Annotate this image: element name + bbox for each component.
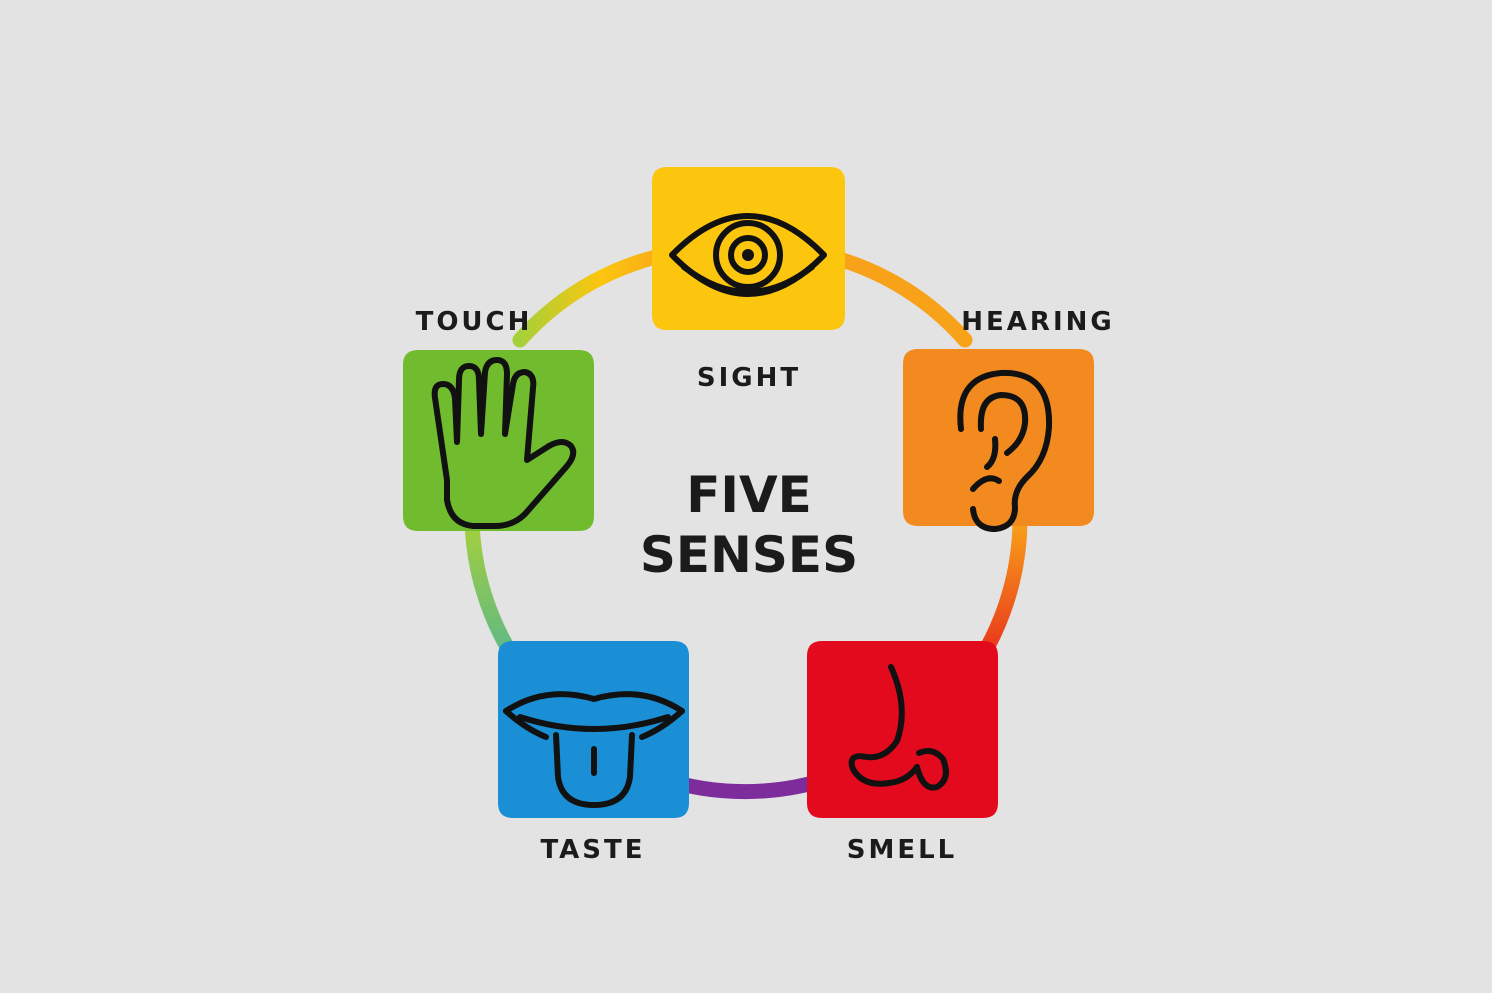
ring-segment-taste-touch xyxy=(464,512,523,668)
nose-icon xyxy=(848,664,949,791)
sense-label-touch: TOUCH xyxy=(416,307,533,337)
eye-icon xyxy=(669,213,827,297)
sense-tile-sight xyxy=(652,167,845,330)
sense-tile-taste xyxy=(498,641,689,818)
sense-label-sight: SIGHT xyxy=(697,363,801,393)
sense-tile-hearing xyxy=(903,349,1094,532)
title-line-1: FIVE xyxy=(686,466,812,524)
title-line-2: SENSES xyxy=(640,526,858,584)
sense-label-smell: SMELL xyxy=(847,835,958,865)
sense-tile-touch xyxy=(403,350,594,531)
ring-segment-hearing-smell xyxy=(972,512,1028,668)
hand-icon xyxy=(431,357,577,529)
sense-label-taste: TASTE xyxy=(540,835,645,865)
mouth-tongue-icon xyxy=(503,691,685,808)
sense-label-hearing: HEARING xyxy=(961,307,1114,337)
ear-icon xyxy=(957,369,1053,532)
tile-background xyxy=(652,167,845,330)
sense-tile-smell xyxy=(807,641,998,818)
